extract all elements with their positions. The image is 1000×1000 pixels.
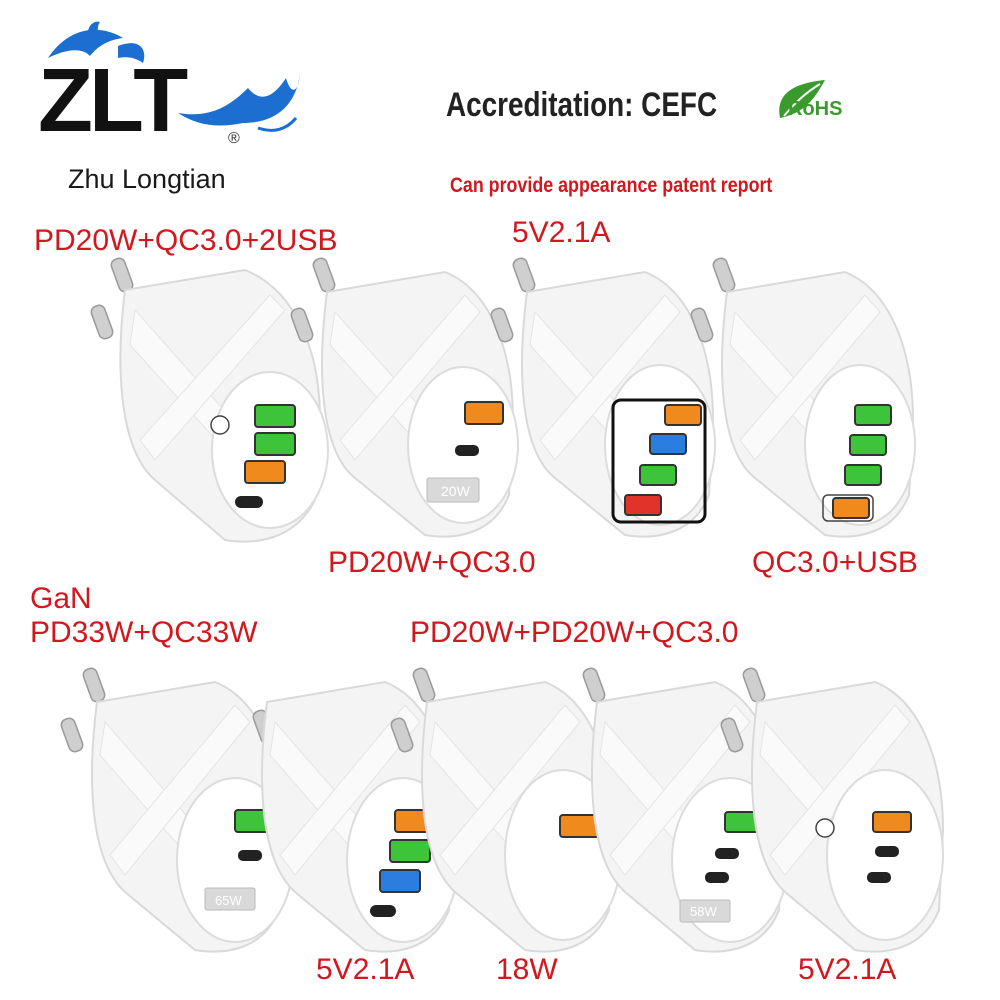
label-gan: GaN xyxy=(30,582,92,615)
svg-text:65W: 65W xyxy=(215,893,242,908)
label-pd20w-qc30-2usb: PD20W+QC3.0+2USB xyxy=(34,224,338,257)
brand-name: Zhu Longtian xyxy=(68,164,226,194)
label-pd20w-qc30: PD20W+QC3.0 xyxy=(328,546,536,579)
patent-note: Can provide appearance patent report xyxy=(450,174,773,197)
leaf-icon xyxy=(779,80,825,118)
rohs-text: RoHS xyxy=(788,98,843,120)
brand-logo: ZLT ® xyxy=(28,18,318,168)
label-pd33w-qc33w: PD33W+QC33W xyxy=(30,616,258,649)
accreditation-text: Accreditation: CEFC xyxy=(446,86,718,124)
logo-text: ZLT xyxy=(38,51,188,151)
charger-4 xyxy=(690,257,916,538)
dragon-icon xyxy=(48,21,300,132)
svg-text:20W: 20W xyxy=(441,483,471,499)
charger-7 xyxy=(390,667,622,953)
charger-3 xyxy=(490,257,716,538)
registered-mark: ® xyxy=(228,130,240,147)
charger-2: 20W xyxy=(290,257,519,538)
label-pd20w-pd20w-qc30: PD20W+PD20W+QC3.0 xyxy=(410,616,739,649)
charger-1 xyxy=(90,257,329,543)
label-5v21a-bottom-left: 5V2.1A xyxy=(316,953,415,986)
label-qc30-usb: QC3.0+USB xyxy=(752,546,918,579)
label-18w: 18W xyxy=(496,953,558,986)
rohs-badge: RoHS xyxy=(770,78,860,128)
label-5v21a-top: 5V2.1A xyxy=(512,216,611,249)
svg-text:58W: 58W xyxy=(690,904,717,919)
label-5v21a-bottom-right: 5V2.1A xyxy=(798,953,897,986)
charger-9 xyxy=(720,667,945,953)
